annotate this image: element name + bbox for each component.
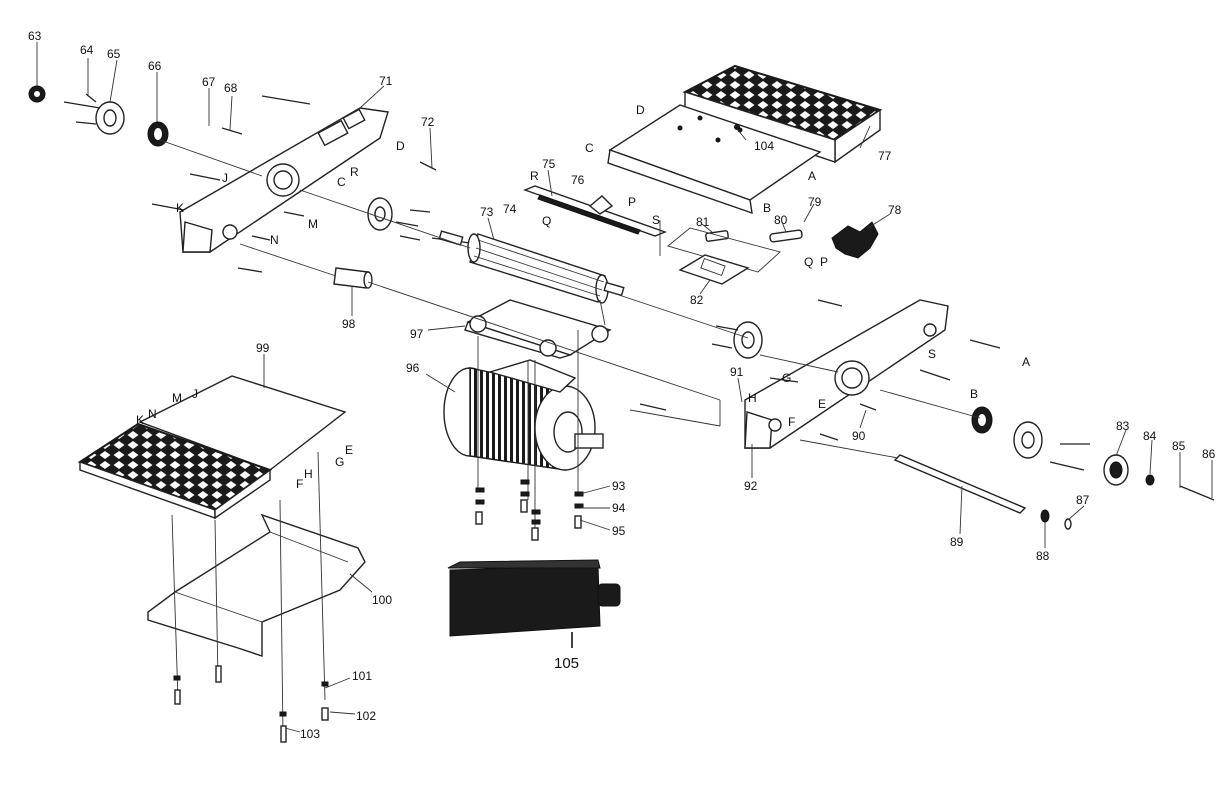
callout-103: 103: [300, 727, 320, 741]
motor: [443, 359, 604, 471]
callout-95: 95: [612, 524, 626, 538]
callout-67: 67: [202, 75, 216, 89]
letter-E-rail: E: [818, 397, 826, 411]
motor-screws: [173, 479, 584, 743]
callout-102: 102: [356, 709, 376, 723]
letter-E-table: E: [345, 443, 353, 457]
letter-Q-bar: Q: [542, 214, 551, 228]
left-frame-rail: [179, 107, 389, 253]
roller-shaft: [431, 230, 625, 304]
chip-chute: [147, 513, 366, 657]
callout-97: 97: [410, 327, 424, 341]
letter-D-cover: D: [636, 103, 645, 117]
letter-K-rail: K: [176, 201, 184, 215]
letter-P-bar: P: [628, 195, 636, 209]
callout-75: 75: [542, 157, 556, 171]
letter-R-rail: R: [350, 165, 359, 179]
letter-H-rail: H: [748, 391, 757, 405]
letter-A-cover: A: [808, 169, 816, 183]
top-table: [607, 64, 883, 215]
callout-leaders: [36, 42, 1213, 733]
callout-81: 81: [696, 215, 710, 229]
callout-96: 96: [406, 361, 420, 375]
callout-84: 84: [1143, 429, 1157, 443]
letter-F-table: F: [296, 477, 303, 491]
callout-80: 80: [774, 213, 788, 227]
callout-100: 100: [372, 593, 392, 607]
letter-B-cover: B: [763, 201, 771, 215]
callout-87: 87: [1076, 493, 1090, 507]
callout-65: 65: [107, 47, 121, 61]
sleeve: [333, 267, 373, 289]
callout-91: 91: [730, 365, 744, 379]
callout-89: 89: [950, 535, 964, 549]
letter-F-rail: F: [788, 415, 795, 429]
callout-99: 99: [256, 341, 270, 355]
letter-G-table: G: [335, 455, 344, 469]
letter-N-table: N: [148, 407, 157, 421]
callout-86: 86: [1202, 447, 1216, 461]
callout-64: 64: [80, 43, 94, 57]
letter-B-right: B: [970, 387, 978, 401]
right-frame-rail: [744, 299, 949, 449]
letter-Q-knob: Q: [804, 255, 813, 269]
letter-P-knob: P: [820, 255, 828, 269]
letter-C-cover: C: [585, 141, 594, 155]
letter-M-table: M: [172, 391, 182, 405]
callout-68: 68: [224, 81, 238, 95]
callout-73: 73: [480, 205, 494, 219]
callout-92: 92: [744, 479, 758, 493]
leader-lines: [159, 139, 981, 736]
callout-90: 90: [852, 429, 866, 443]
motor-mount: [464, 299, 612, 359]
infeed-table: [77, 375, 347, 520]
letter-D-rail: D: [396, 139, 405, 153]
callout-82: 82: [690, 293, 704, 307]
letter-S-rail: S: [928, 347, 936, 361]
callout-71: 71: [379, 74, 393, 88]
switch-box: [447, 559, 621, 648]
callout-104: 104: [754, 139, 774, 153]
letter-J-rail: J: [222, 171, 228, 185]
callout-94: 94: [612, 501, 626, 515]
letter-K-table: K: [136, 413, 144, 427]
callout-72: 72: [421, 115, 435, 129]
letter-C-rail: C: [337, 175, 346, 189]
callout-105: 105: [554, 655, 579, 672]
callout-66: 66: [148, 59, 162, 73]
letter-H-table: H: [304, 467, 313, 481]
callout-78: 78: [888, 203, 902, 217]
letter-R-bar: R: [530, 169, 539, 183]
callout-101: 101: [352, 669, 372, 683]
callout-77: 77: [878, 149, 892, 163]
callout-76: 76: [571, 173, 585, 187]
letter-A-right: A: [1022, 355, 1030, 369]
callout-79: 79: [808, 195, 822, 209]
bolts: [63, 93, 1215, 501]
callout-74: 74: [503, 202, 517, 216]
callout-83: 83: [1116, 419, 1130, 433]
callout-93: 93: [612, 479, 626, 493]
hardware: [28, 85, 1155, 530]
callout-88: 88: [1036, 549, 1050, 563]
letter-N-rail: N: [270, 233, 279, 247]
letter-M-rail: M: [308, 217, 318, 231]
assembly-letters: A B C D E F G H J K M N P Q R S A B C D …: [136, 103, 1030, 491]
callout-85: 85: [1172, 439, 1186, 453]
letter-S-bar: S: [652, 213, 660, 227]
letter-G-rail: G: [782, 371, 791, 385]
callout-98: 98: [342, 317, 356, 331]
callout-numbers: 63 64 65 66 67 68 71 72 73 74 75 76 77 7…: [28, 29, 1216, 741]
letter-J-table: J: [192, 387, 198, 401]
callout-63: 63: [28, 29, 42, 43]
